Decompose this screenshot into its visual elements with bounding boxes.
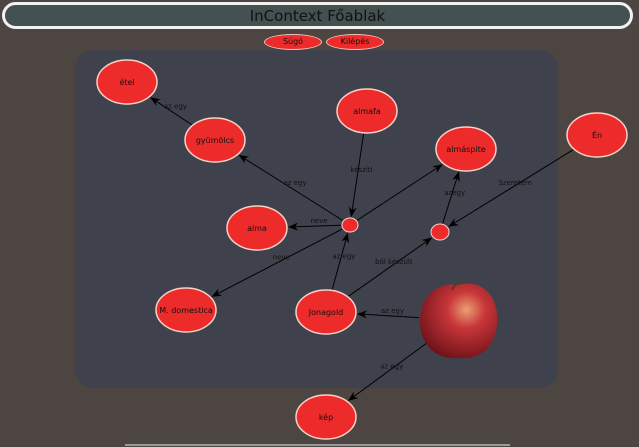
edge-en-n2 <box>448 149 574 227</box>
edge-jonagold-n2 <box>348 237 433 297</box>
edge-label: az egy <box>284 179 307 187</box>
edge-almafa-n1 <box>348 133 365 218</box>
node-etel[interactable]: étel <box>96 59 158 105</box>
node-label: Jonagold <box>308 308 344 317</box>
edge-n1-mdomestica <box>211 228 343 297</box>
node-label: kép <box>319 412 333 422</box>
relation-node[interactable] <box>430 223 450 241</box>
window-title-bar: InContext Főablak <box>2 2 633 29</box>
edge-gyumolcs-etel <box>150 97 193 126</box>
node-jonagold[interactable]: Jonagold <box>295 289 357 335</box>
edge-n2-almaspite <box>442 171 460 224</box>
edge-label: az egy <box>381 307 404 315</box>
edge-apple-jonagold <box>356 310 420 319</box>
node-kep[interactable]: kép <box>295 394 357 440</box>
node-almafa[interactable]: almafa <box>336 88 398 134</box>
node-almaspite[interactable]: almáspite <box>435 126 497 172</box>
edge-label: az egy <box>332 253 355 261</box>
node-label: M. domestica <box>159 306 213 315</box>
exit-button[interactable]: Kilépés <box>326 34 384 50</box>
edge-label: készíti <box>350 166 372 174</box>
node-label: almafa <box>353 107 381 116</box>
edge-apple-kep <box>347 342 427 401</box>
node-label: étel <box>119 77 134 87</box>
apple-image[interactable] <box>420 281 498 359</box>
edge-label: neve <box>273 254 290 262</box>
window-title: InContext Főablak <box>249 7 386 25</box>
help-button[interactable]: Súgó <box>264 34 322 50</box>
node-label: gyümölcs <box>196 136 234 145</box>
node-mdomestica[interactable]: M. domestica <box>155 287 217 333</box>
node-en[interactable]: Én <box>566 112 628 158</box>
edge-label: Szeretem <box>498 179 532 187</box>
edge-n1-gyumolcs <box>238 154 343 221</box>
edge-label: az egy <box>164 102 187 110</box>
bottom-divider <box>125 444 510 446</box>
node-label: Én <box>592 129 602 140</box>
node-alma[interactable]: alma <box>226 205 288 251</box>
node-label: almáspite <box>446 145 485 154</box>
node-label: alma <box>247 224 267 233</box>
edge-label: azegy <box>444 189 465 197</box>
edge-label: ből készült <box>375 257 413 266</box>
edge-label: az egy <box>380 363 403 371</box>
edge-n1-almaspite <box>356 164 443 221</box>
node-gyumolcs[interactable]: gyümölcs <box>184 117 246 163</box>
edge-label: neve <box>310 217 327 225</box>
edge-n1-alma <box>287 222 342 231</box>
edge-jonagold-n1 <box>331 232 350 290</box>
relation-node[interactable] <box>341 217 359 233</box>
